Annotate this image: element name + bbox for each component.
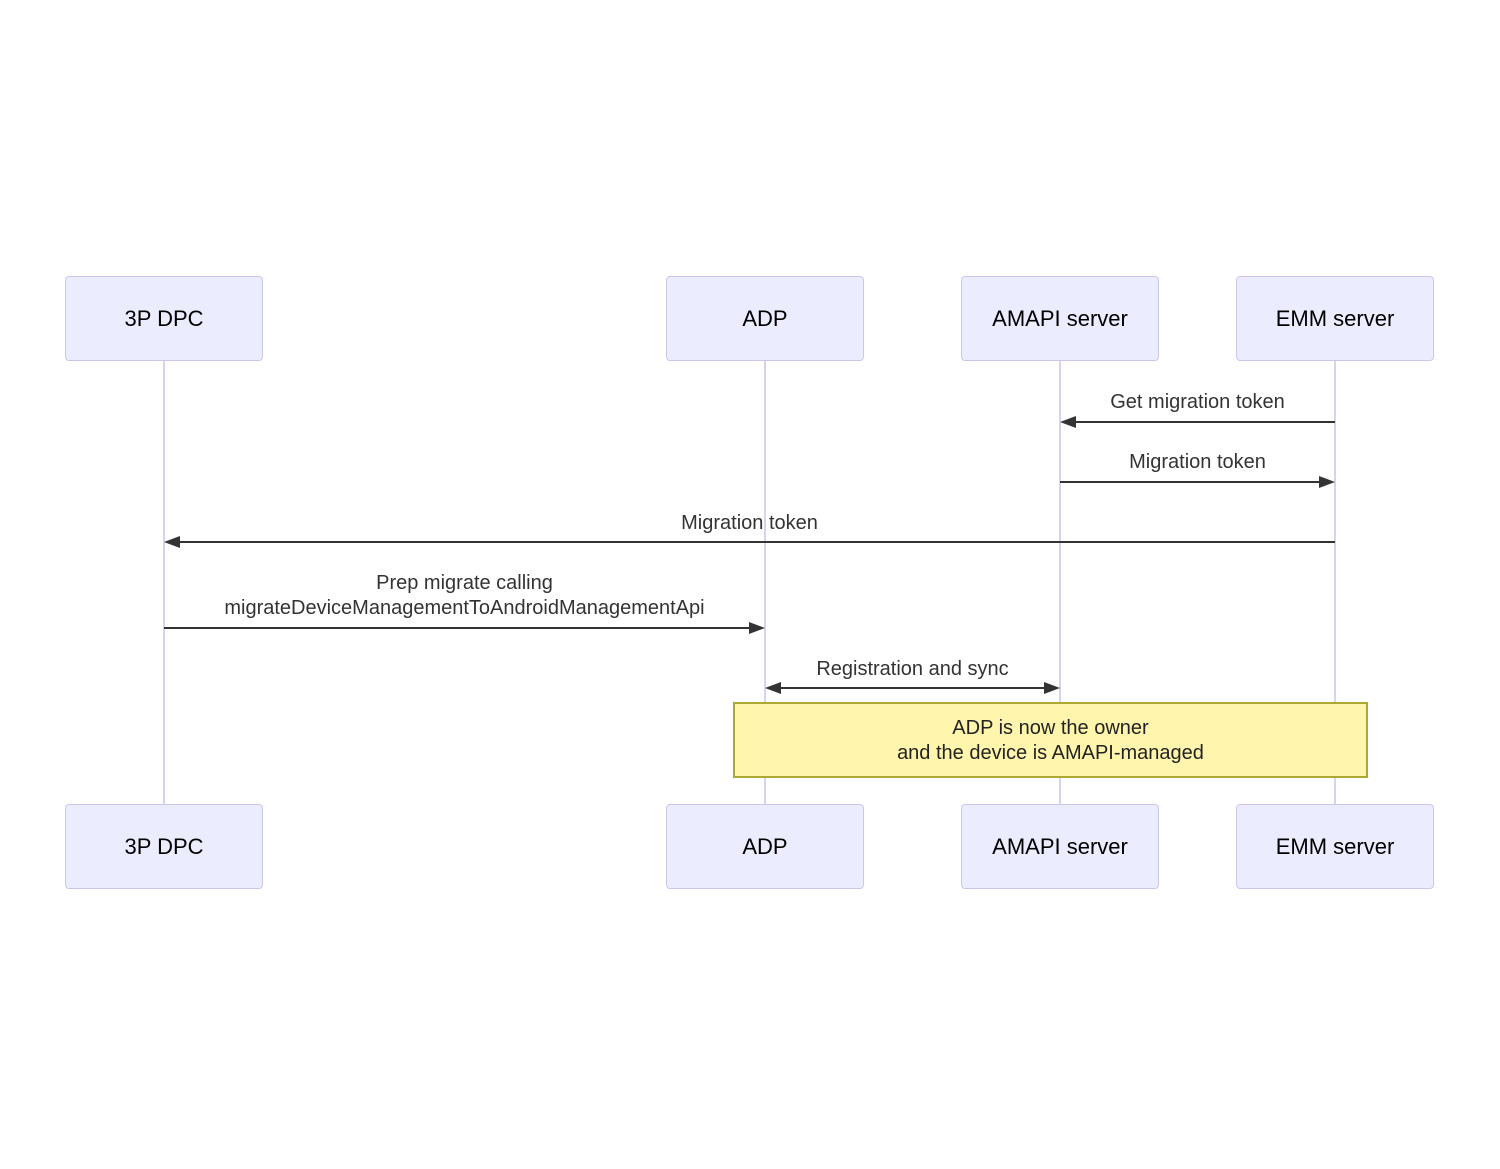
lifeline-3p-dpc — [163, 361, 165, 805]
actor-emm-server-top: EMM server — [1236, 276, 1434, 361]
lifeline-emm-server — [1334, 361, 1336, 805]
message-label-line2: migrateDeviceManagementToAndroidManageme… — [224, 597, 705, 619]
message-line — [779, 687, 1045, 689]
message-line — [1074, 421, 1335, 423]
actor-label: 3P DPC — [124, 305, 204, 331]
arrowhead-right — [749, 622, 765, 634]
message-label-migration-token-1: Migration token — [1129, 451, 1266, 473]
actor-amapi-server-top: AMAPI server — [961, 276, 1159, 361]
note-line2: and the device is AMAPI-managed — [897, 742, 1204, 764]
message-line — [1060, 481, 1321, 483]
message-line — [178, 541, 1335, 543]
message-label-migration-token-2: Migration token — [681, 512, 818, 534]
arrowhead-left — [1060, 416, 1076, 428]
actor-label: AMAPI server — [992, 305, 1128, 331]
message-label-registration-sync: Registration and sync — [816, 658, 1009, 680]
actor-3p-dpc-bottom: 3P DPC — [65, 804, 263, 889]
actor-label: EMM server — [1275, 305, 1395, 331]
actor-adp-bottom: ADP — [666, 804, 864, 889]
note-line1: ADP is now the owner — [952, 717, 1149, 739]
lifeline-adp — [764, 361, 766, 805]
message-label-get-migration-token: Get migration token — [1110, 391, 1285, 413]
actor-label: ADP — [742, 833, 788, 859]
arrowhead-right — [1319, 476, 1335, 488]
message-line — [164, 627, 751, 629]
actor-emm-server-bottom: EMM server — [1236, 804, 1434, 889]
lifeline-amapi-server — [1059, 361, 1061, 805]
actor-adp-top: ADP — [666, 276, 864, 361]
arrowhead-right — [1044, 682, 1060, 694]
arrowhead-left — [765, 682, 781, 694]
actor-label: EMM server — [1275, 833, 1395, 859]
note-adp-owner: ADP is now the owner and the device is A… — [733, 702, 1368, 778]
actor-amapi-server-bottom: AMAPI server — [961, 804, 1159, 889]
arrowhead-left — [164, 536, 180, 548]
message-label-line1: Prep migrate calling — [376, 572, 553, 594]
actor-3p-dpc-top: 3P DPC — [65, 276, 263, 361]
actor-label: AMAPI server — [992, 833, 1128, 859]
message-label-prep-migrate: Prep migrate calling migrateDeviceManage… — [164, 571, 765, 621]
actor-label: ADP — [742, 305, 788, 331]
actor-label: 3P DPC — [124, 833, 204, 859]
